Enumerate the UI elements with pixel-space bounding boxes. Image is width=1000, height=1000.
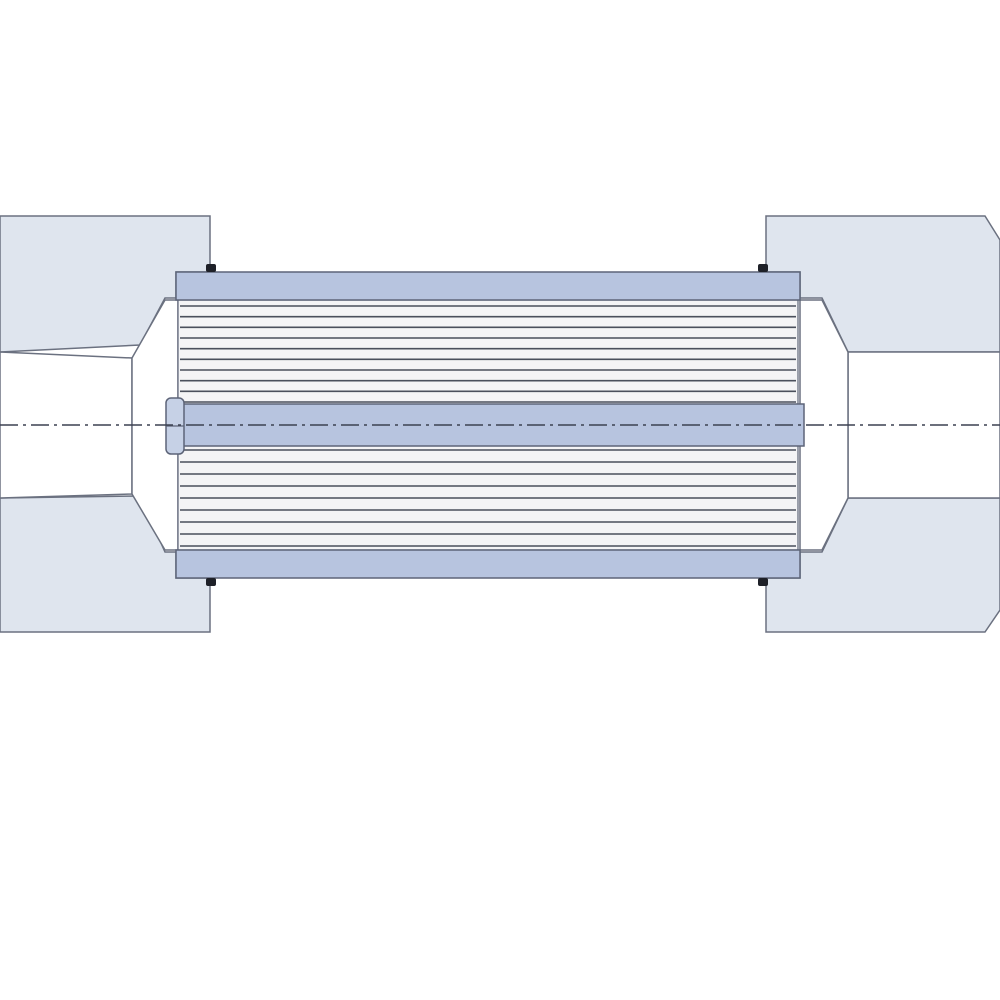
seal-mark-bottom-right <box>758 578 768 586</box>
right-end-fitting <box>765 215 1000 633</box>
seal-mark-bottom-left <box>206 578 216 586</box>
seal-marks <box>206 264 768 586</box>
seal-mark-top-left <box>206 264 216 272</box>
outer-tube-bottom-wall <box>175 549 801 579</box>
seal-mark-top-right <box>758 264 768 272</box>
upper-fin-group <box>180 305 796 403</box>
outer-tube-top-wall <box>175 271 801 301</box>
lower-fin-group <box>180 449 796 547</box>
center-rod <box>165 397 805 455</box>
right-fitting-lower-body <box>765 497 1000 633</box>
